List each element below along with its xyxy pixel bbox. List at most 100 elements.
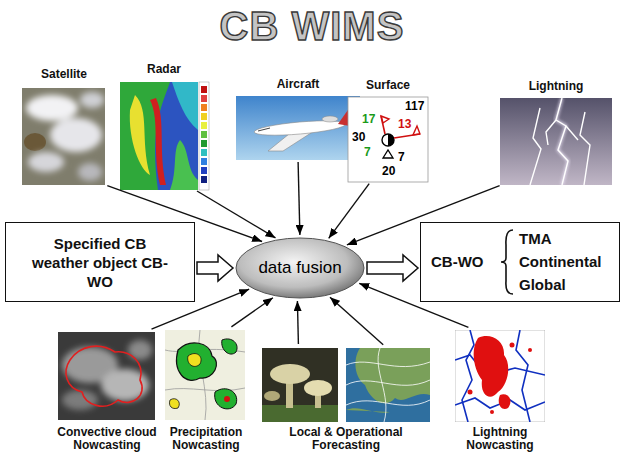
precipitation-map-image-part <box>222 339 237 354</box>
scope-column: TMAContinentalGlobal <box>519 230 602 294</box>
lightning-photo-part <box>556 98 568 185</box>
lightning-photo <box>500 98 612 185</box>
radar-image-part-part <box>150 98 166 185</box>
satellite-image-part <box>24 133 46 151</box>
satellite-image-part-part <box>28 152 64 172</box>
radar-image-part-part <box>170 140 198 190</box>
block-arrow <box>197 255 233 281</box>
europe-forecast-map-part-part <box>346 400 430 405</box>
source-label: Precipitation Nowcasting <box>162 426 250 452</box>
surface-station-plot-part <box>382 134 394 146</box>
satellite-image-part <box>26 92 104 181</box>
radar-image-part <box>120 82 198 190</box>
convective-cloud-image-part <box>58 332 155 420</box>
station-value: 13 <box>398 118 411 131</box>
local-forecast-image-part <box>270 364 310 384</box>
fusion-ellipse: data fusion <box>235 237 365 299</box>
precipitation-map-image <box>165 330 245 420</box>
convective-cloud-image-part <box>66 346 142 406</box>
local-forecast-image-part <box>304 380 332 396</box>
europe-forecast-map-part-part <box>378 348 386 422</box>
source-label: Satellite <box>41 68 87 81</box>
radar-image-part-part <box>120 82 198 190</box>
surface-station-plot-part <box>381 116 389 123</box>
station-value: 20 <box>382 165 395 178</box>
local-forecast-image-part <box>264 391 280 401</box>
europe-forecast-map-part-part <box>346 362 430 367</box>
input-box: Specified CB weather object CB-WO <box>5 222 195 302</box>
lightning-nowcasting-map-part <box>468 390 473 395</box>
block-arrow <box>367 255 418 281</box>
radar-image-part <box>201 86 207 93</box>
ellipse-outline <box>236 238 364 298</box>
station-value: 7 <box>398 151 405 164</box>
precipitation-map-image-part <box>215 389 237 409</box>
lightning-source: Lightning <box>498 80 614 185</box>
nowcast-source: Lightning Nowcasting <box>452 328 548 452</box>
radar-source: Radar <box>118 63 210 190</box>
satellite-image-part-part <box>80 92 104 108</box>
lightning-photo-part-part <box>580 112 590 185</box>
source-label: Convective cloud Nowcasting <box>57 426 157 452</box>
source-label: Surface <box>366 79 410 92</box>
source-label: Lightning Nowcasting <box>452 426 548 452</box>
radar-image-part <box>201 167 207 174</box>
lightning-nowcasting-map-part <box>510 343 515 348</box>
radar-image-part <box>201 131 207 138</box>
satellite-image-part-part <box>78 163 102 181</box>
nowcast-source: Precipitation Nowcasting <box>162 328 250 452</box>
lightning-nowcasting-map-part <box>499 394 511 409</box>
local-forecast-image-part <box>262 405 338 422</box>
satellite-image-part-part <box>26 95 78 121</box>
radar-image-part <box>201 176 207 183</box>
surface-station-plot-part <box>383 150 393 158</box>
convective-cloud-image <box>58 332 155 420</box>
source-arrow <box>297 301 298 344</box>
lightning-photo-part-part <box>556 98 568 185</box>
precipitation-map-image-part <box>188 354 201 367</box>
output-box: CB-WO TMAContinentalGlobal <box>420 222 620 302</box>
convective-cloud-image-part-part <box>62 390 98 410</box>
bracket-brace <box>501 230 513 294</box>
radar-image-part <box>201 113 207 120</box>
nowcast-source: Convective cloud Nowcasting <box>55 330 159 452</box>
precipitation-map-image-part <box>165 330 245 420</box>
radar-image-part-part <box>120 82 170 190</box>
radar-image-part <box>201 122 207 129</box>
lightning-photo-part <box>500 98 612 185</box>
precipitation-map-image-part <box>165 330 245 420</box>
source-arrow <box>329 184 370 239</box>
lightning-nowcasting-map-part-part <box>516 330 530 422</box>
radar-image-part-part <box>130 95 150 175</box>
convective-cloud-image-part-part <box>128 340 152 360</box>
station-value: 117 <box>405 100 424 113</box>
source-arrow <box>152 289 250 329</box>
satellite-image-part <box>22 88 105 185</box>
radar-image-part <box>199 82 209 190</box>
lightning-photo-part <box>530 98 590 185</box>
source-label: Local & Operational Forecasting <box>281 426 411 452</box>
local-forecast-image <box>262 348 338 422</box>
lightning-nowcasting-map <box>455 330 545 422</box>
radar-image-part <box>201 158 207 165</box>
output-scope: Global <box>519 276 602 294</box>
source-label: Radar <box>147 63 181 76</box>
surface-station-plot <box>348 97 428 182</box>
forecast-source: Local & Operational Forecasting <box>258 346 434 452</box>
lightning-nowcasting-map-part <box>455 330 545 422</box>
europe-forecast-map-part <box>346 348 430 422</box>
surface-station-plot-part <box>348 97 428 182</box>
output-name: CB-WO <box>431 253 497 271</box>
convective-cloud-image-part <box>62 340 152 410</box>
source-label: Lightning <box>529 80 584 93</box>
radar-image-part <box>201 104 207 111</box>
precipitation-map-image-part <box>169 399 179 409</box>
lightning-nowcasting-map-part-part <box>462 330 474 422</box>
source-arrow <box>231 298 273 327</box>
radar-image-part <box>201 95 207 102</box>
radar-image-part <box>201 140 207 147</box>
lightning-nowcasting-map-part <box>474 336 509 397</box>
